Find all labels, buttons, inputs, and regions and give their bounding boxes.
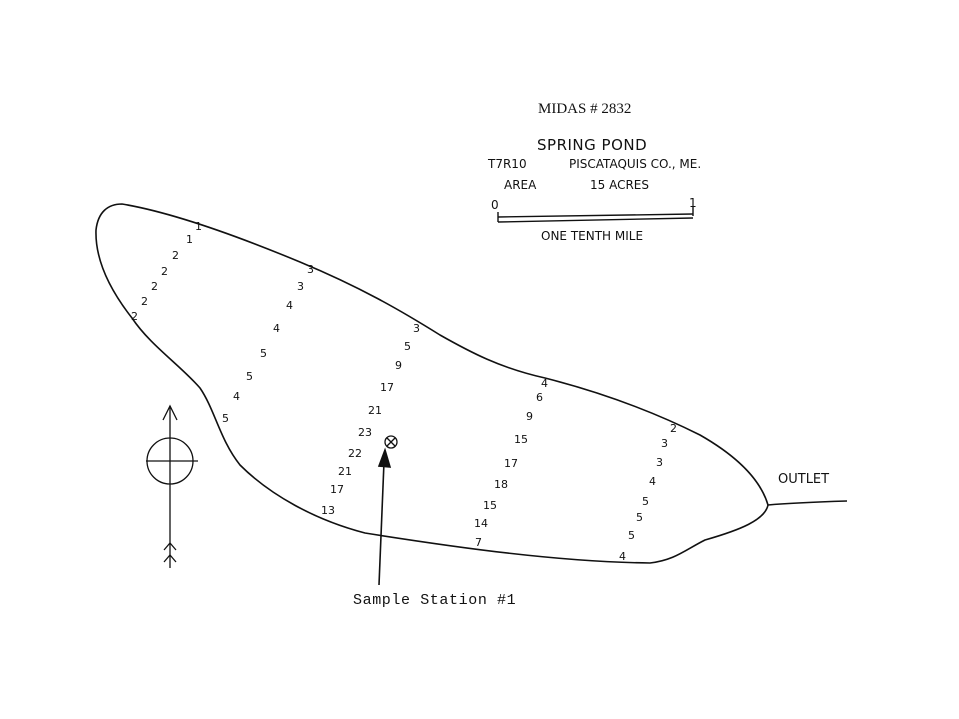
depth-label: 3 <box>656 456 663 469</box>
depth-label: 18 <box>494 478 508 491</box>
depth-label: 4 <box>233 390 240 403</box>
depth-label: 1 <box>195 220 202 233</box>
depth-label: 3 <box>661 437 668 450</box>
depth-label: 4 <box>273 322 280 335</box>
depth-label: 22 <box>348 447 362 460</box>
depth-label: 2 <box>161 265 168 278</box>
depth-label: 5 <box>628 529 635 542</box>
scale-zero-label: 0 <box>491 198 499 212</box>
depth-label: 13 <box>321 504 335 517</box>
depth-label: 5 <box>642 495 649 508</box>
depth-label: 4 <box>649 475 656 488</box>
midas-number: MIDAS # 2832 <box>538 101 632 117</box>
depth-label: 5 <box>260 347 267 360</box>
depth-label: 9 <box>526 410 533 423</box>
depth-label: 17 <box>330 483 344 496</box>
depth-label: 5 <box>636 511 643 524</box>
depth-label: 23 <box>358 426 372 439</box>
depth-label: 2 <box>670 422 677 435</box>
outlet-stream <box>767 500 848 506</box>
depth-label: 14 <box>474 517 488 530</box>
county: PISCATAQUIS CO., ME. <box>569 157 702 171</box>
depth-label: 4 <box>541 377 548 390</box>
depth-label: 2 <box>172 249 179 262</box>
depth-label: 2 <box>151 280 158 293</box>
depth-label: 5 <box>222 412 229 425</box>
outlet-label: OUTLET <box>778 472 830 487</box>
depth-label: 3 <box>413 322 420 335</box>
depth-label: 1 <box>186 233 193 246</box>
compass-rose-icon <box>146 404 198 568</box>
scale-one-label: 1 <box>689 196 697 210</box>
depth-soundings: 1 1 2 2 2 2 2 3 3 4 4 5 5 4 5 3 5 9 17 2… <box>131 220 677 563</box>
depth-label: 15 <box>483 499 497 512</box>
area-label: AREA <box>504 178 537 192</box>
pond-name: SPRING POND <box>537 136 648 154</box>
depth-label: 17 <box>380 381 394 394</box>
depth-label: 3 <box>297 280 304 293</box>
depth-label: 5 <box>246 370 253 383</box>
scale-caption: ONE TENTH MILE <box>541 229 644 243</box>
depth-label: 2 <box>131 310 138 323</box>
township: T7R10 <box>488 157 527 171</box>
depth-label: 17 <box>504 457 518 470</box>
sample-station-marker-icon <box>384 435 398 449</box>
depth-label: 4 <box>286 299 293 312</box>
sample-station-label: Sample Station #1 <box>353 592 517 609</box>
sample-station-arrow <box>377 447 392 586</box>
depth-label: 7 <box>475 536 482 549</box>
depth-label: 4 <box>619 550 626 563</box>
depth-label: 21 <box>368 404 382 417</box>
depth-label: 5 <box>404 340 411 353</box>
depth-label: 6 <box>536 391 543 404</box>
depth-label: 21 <box>338 465 352 478</box>
scale-bar <box>497 206 694 223</box>
depth-label: 15 <box>514 433 528 446</box>
depth-label: 3 <box>307 263 314 276</box>
area-value: 15 ACRES <box>590 178 649 192</box>
depth-label: 9 <box>395 359 402 372</box>
depth-label: 2 <box>141 295 148 308</box>
pond-shoreline <box>95 203 769 564</box>
